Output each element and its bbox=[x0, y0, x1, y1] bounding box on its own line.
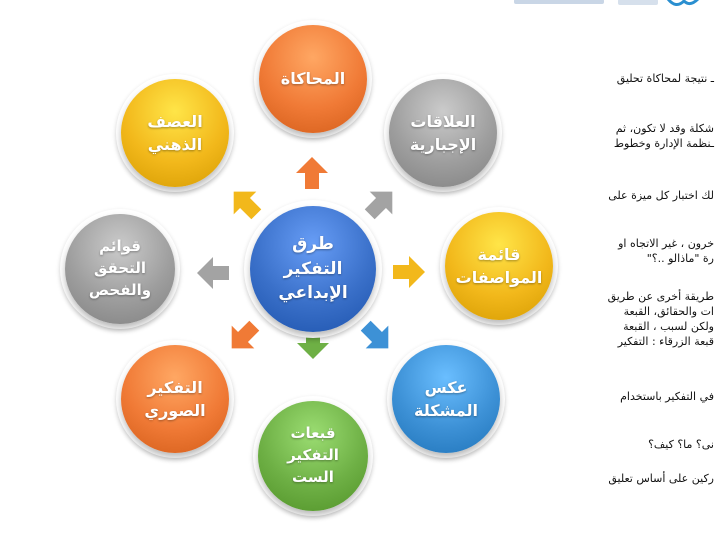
node-checklists: قوائم التحقق والفحص bbox=[65, 214, 175, 324]
node-brainstorming: العصف الذهني bbox=[121, 79, 229, 187]
node-label: العلاقات الإجبارية bbox=[409, 111, 477, 154]
side-text-2: شكلة وقد لا تكون، ثم ـنظمة الإدارة وخطوط bbox=[613, 122, 714, 150]
side-text-8: ركين على أساس تعليق bbox=[608, 472, 714, 485]
side-text-5: طريقة أخرى عن طريق ات والحقائق، القبعة و… bbox=[607, 290, 714, 348]
arrow-up bbox=[295, 156, 329, 190]
node-label: العصف الذهني bbox=[147, 111, 203, 154]
node-label: قائمة المواصفات bbox=[455, 244, 543, 287]
node-label: قبعات التفكير الست bbox=[287, 424, 339, 486]
arrow-left bbox=[196, 256, 230, 290]
node-label: المحاكاة bbox=[280, 69, 346, 89]
arrow-up-left bbox=[221, 179, 269, 227]
side-text-6: في التفكير باستخدام bbox=[620, 390, 714, 403]
arrow-up-right bbox=[357, 179, 405, 227]
arrow-down-right bbox=[353, 313, 401, 361]
arrow-down bbox=[296, 326, 330, 360]
side-text-7: نى؟ ما؟ كيف؟ bbox=[648, 438, 714, 451]
node-pictorial-thinking: التفكير الصوري bbox=[121, 345, 229, 453]
node-six-hats: قبعات التفكير الست bbox=[258, 401, 368, 511]
arrow-down-left bbox=[219, 313, 267, 361]
side-text-3: لك اختبار كل ميزة على bbox=[608, 189, 714, 202]
node-label: التفكير الصوري bbox=[144, 377, 206, 420]
center-label: طرق التفكير الإبداعي bbox=[278, 234, 348, 304]
arrow-right bbox=[392, 255, 426, 289]
node-forced-relations: العلاقات الإجبارية bbox=[389, 79, 497, 187]
center-node-creative-thinking: طرق التفكير الإبداعي bbox=[250, 206, 376, 332]
node-attributes-list: قائمة المواصفات bbox=[445, 212, 553, 320]
cropped-header-logo-icon bbox=[508, 0, 718, 8]
node-label: عكس المشكلة bbox=[413, 377, 479, 420]
side-text-1: ـ نتيجة لمحاكاة تحليق bbox=[616, 72, 714, 85]
side-text-4: خرون ، غير الاتجاه او رة "ماذالو ..؟" bbox=[618, 237, 714, 265]
node-imitation: المحاكاة bbox=[259, 25, 367, 133]
node-label: قوائم التحقق والفحص bbox=[88, 237, 152, 299]
node-problem-reversal: عكس المشكلة bbox=[392, 345, 500, 453]
